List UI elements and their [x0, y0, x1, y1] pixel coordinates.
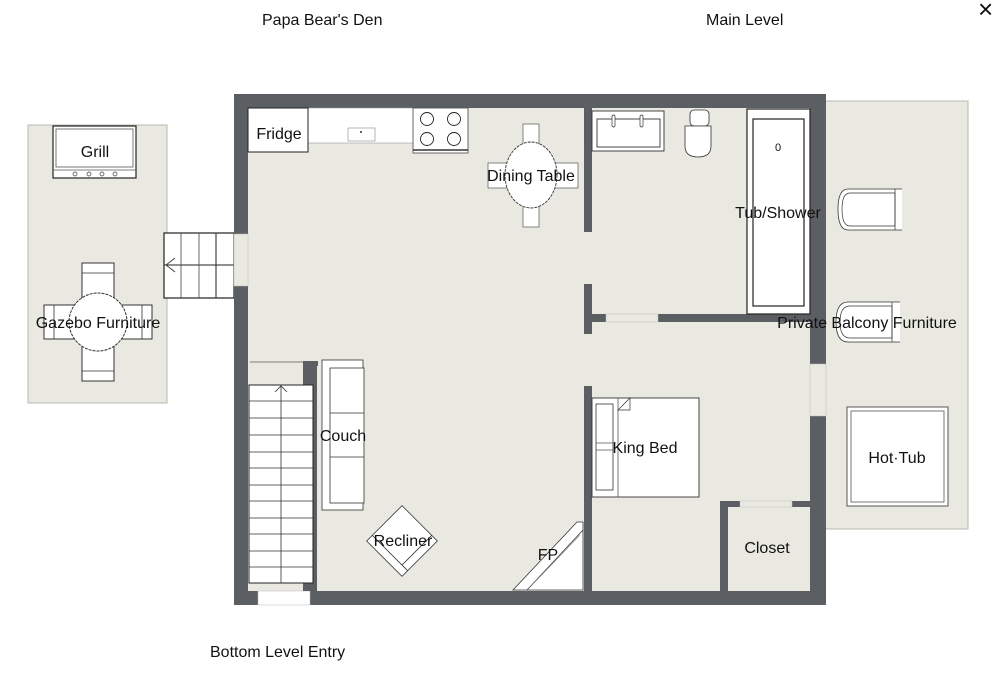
couch-label: Couch — [320, 428, 366, 445]
fridge[interactable]: Fridge — [247, 107, 309, 153]
interior-stairs[interactable] — [248, 384, 314, 584]
hot-tub[interactable]: Hot·Tub — [846, 406, 949, 507]
floor-title-bottom: Bottom Level Entry — [210, 644, 346, 661]
floor-title-right: Main Level — [706, 12, 784, 29]
balcony-furniture-label: Private Balcony Furniture — [777, 315, 957, 332]
tub-drain: 0 — [775, 142, 781, 154]
balcony-chair-1[interactable] — [837, 188, 902, 231]
gazebo-furniture[interactable]: Gazebo Furniture — [36, 262, 161, 382]
grill[interactable]: Grill — [52, 125, 137, 179]
close-icon[interactable]: × — [978, 0, 994, 24]
couch[interactable]: Couch — [320, 359, 366, 511]
gazebo-furniture-label: Gazebo Furniture — [36, 315, 161, 332]
closet-wall — [720, 501, 728, 591]
bedroom-door-gap[interactable] — [584, 334, 592, 386]
floor-title-left: Papa Bear's Den — [262, 12, 383, 29]
kitchen-sink — [347, 127, 376, 142]
tub-shower-label: Tub/Shower — [735, 205, 821, 222]
toilet[interactable] — [684, 109, 712, 158]
stove[interactable] — [412, 107, 469, 154]
gazebo-deck: Grill Gazebo Furniture — [27, 124, 168, 404]
fireplace-label: FP — [538, 547, 558, 564]
balcony-door-gap[interactable] — [809, 363, 827, 417]
side-doorway[interactable] — [233, 233, 249, 287]
bottom-entry-door[interactable] — [257, 590, 311, 606]
king-bed-label: King Bed — [613, 440, 678, 457]
recliner[interactable]: Recliner — [366, 505, 438, 577]
dining-table-label: Dining Table — [487, 168, 575, 185]
fireplace[interactable]: FP — [512, 521, 584, 591]
fridge-label: Fridge — [256, 126, 301, 143]
balcony-chair-2[interactable] — [835, 301, 900, 343]
dining-table[interactable]: Dining Table — [487, 123, 579, 228]
hot-tub-label: Hot·Tub — [868, 450, 925, 467]
king-bed[interactable]: King Bed — [591, 397, 700, 498]
arrow-left-icon — [165, 257, 176, 273]
recliner-label: Recliner — [374, 533, 433, 550]
outside-stairs[interactable] — [163, 232, 235, 299]
closet-label: Closet — [744, 540, 790, 557]
closet-door-gap[interactable] — [739, 500, 793, 508]
bathroom-sink[interactable] — [591, 110, 665, 152]
grill-label: Grill — [81, 144, 109, 161]
bath-bed-door-gap[interactable] — [605, 313, 659, 323]
arrow-up-icon — [274, 385, 288, 393]
bathroom-door-gap[interactable] — [584, 232, 592, 284]
tub-shower[interactable]: 0 Tub/Shower — [735, 108, 822, 315]
